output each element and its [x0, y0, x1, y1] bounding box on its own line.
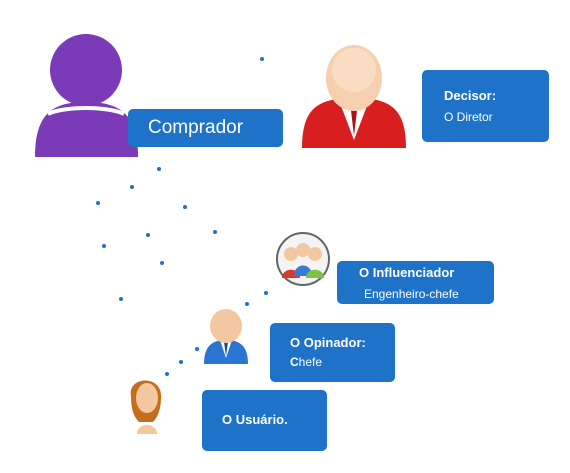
decorative-dot [264, 291, 268, 295]
decorative-dot [119, 297, 123, 301]
influenciador-subtitle: Engenheiro-chefe [364, 287, 459, 301]
usuario-box: O Usuário. [202, 390, 327, 451]
usuario-title: O Usuário. [222, 412, 288, 427]
decorative-dot [179, 360, 183, 364]
decorative-dot [213, 230, 217, 234]
decisor-subtitle: O Diretor [444, 110, 493, 124]
opinador-box: O Opinador: Chefe [270, 323, 395, 382]
influenciador-title: O Influenciador [359, 265, 455, 280]
businessman-red-suit-icon [302, 45, 406, 148]
decorative-dot [183, 205, 187, 209]
opinador-title: O Opinador: [290, 335, 366, 350]
decorative-dot [96, 201, 100, 205]
comprador-label-box: Comprador [128, 109, 283, 147]
decisor-box: Decisor: O Diretor [422, 70, 549, 142]
decorative-dot [245, 302, 249, 306]
decorative-dot [195, 347, 199, 351]
person-silhouette-icon [35, 34, 138, 157]
woman-icon [130, 380, 162, 434]
decorative-dot [260, 57, 264, 61]
influenciador-box: O Influenciador Engenheiro-chefe [337, 261, 494, 304]
man-blue-suit-icon [204, 309, 248, 364]
opinador-subtitle: Chefe [290, 355, 322, 369]
comprador-label: Comprador [148, 117, 244, 138]
decorative-dot [157, 167, 161, 171]
decorative-dot [160, 261, 164, 265]
group-of-people-icon [276, 232, 330, 286]
opinador-subtitle-initial: C [290, 355, 299, 369]
decorative-dot [102, 244, 106, 248]
opinador-subtitle-rest: hefe [298, 355, 323, 369]
decisor-title: Decisor: [444, 88, 497, 103]
decorative-dot [146, 233, 150, 237]
decorative-dot [130, 185, 134, 189]
decorative-dot [165, 372, 169, 376]
